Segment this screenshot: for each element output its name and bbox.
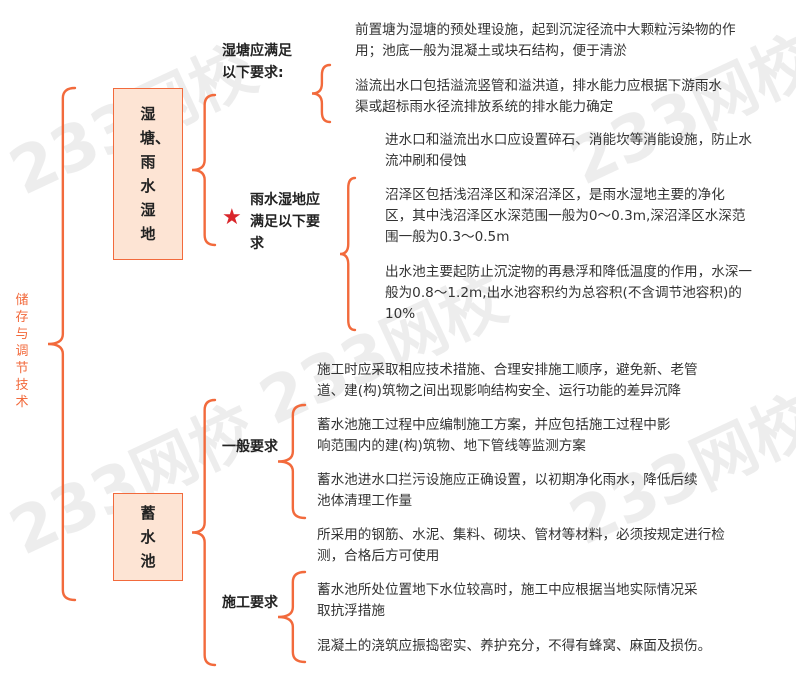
leaf-line: 道、建(构)筑物之间出现影响结构安全、运行功能的差异沉降	[317, 383, 682, 399]
leaf-line: 用；池底一般为混凝土或块石结构，便于清淤	[355, 43, 627, 59]
leaf-item: 蓄水池所处位置地下水位较高时，施工中应根据当地实际情况采取抗浮措施	[317, 580, 698, 622]
group-wet-pond[interactable]: 湿塘应满足以下要求:	[222, 43, 292, 81]
leaf-line: 沼泽区包括浅沼泽区和深沼泽区，是雨水湿地主要的净化	[385, 187, 725, 203]
leaf-line: 前置塘为湿塘的预处理设施，起到沉淀径流中大颗粒污染物的作	[355, 22, 736, 38]
branch-storage-pond[interactable]: 蓄水池	[113, 493, 183, 581]
leaf-line: 施工时应采取相应技术措施、合理安排施工顺序，避免新、老管	[317, 362, 698, 378]
leaf-item: 沼泽区包括浅沼泽区和深沼泽区，是雨水湿地主要的净化区，其中浅沼泽区水深范围一般为…	[385, 185, 746, 248]
leaf-line: 出水池主要起防止沉淀物的再悬浮和降低温度的作用，水深一	[385, 264, 753, 280]
leaf-line: 溢流出水口包括溢流竖管和溢洪道，排水能力应根据下游雨水	[355, 78, 723, 94]
branch-wetland[interactable]: 湿塘、雨水湿地	[113, 88, 183, 260]
leaf-line: 池体清理工作量	[317, 493, 413, 509]
leaf-line: 渠或超标雨水径流排放系统的排水能力确定	[355, 99, 614, 115]
root-topic: 储存与调节技术	[15, 293, 29, 410]
leaf-line: 围一般为0.3～0.5m	[385, 229, 510, 245]
branch-label: 蓄水池	[140, 504, 156, 570]
branch-label: 湿塘、雨水湿地	[140, 105, 171, 243]
leaf-line: 所采用的钢筋、水泥、集料、砌块、管材等材料，必须按规定进行检	[317, 527, 725, 543]
leaf-item: 蓄水池进水口拦污设施应正确设置，以初期净化雨水，降低后续池体清理工作量	[317, 470, 698, 512]
group-rain-wetland[interactable]: 雨水湿地应满足以下要求	[250, 192, 320, 252]
brace-pond	[191, 398, 217, 667]
leaf-line: 蓄水池施工过程中应编制施工方案，并应包括施工过程中影	[317, 417, 671, 433]
leaf-line: 混凝土的浇筑应振捣密实、养护充分，不得有蜂窝、麻面及损伤。	[317, 638, 712, 654]
leaf-line: 进水口和溢流出水口应设置碎石、消能坎等消能设施，防止水	[385, 132, 753, 148]
brace-wet-pond	[311, 63, 332, 124]
leaf-line: 响范围内的建(构)筑物、地下管线等监测方案	[317, 438, 586, 454]
leaf-line: 10%	[385, 306, 416, 322]
brace-general	[277, 403, 307, 520]
leaf-item: 蓄水池施工过程中应编制施工方案，并应包括施工过程中影响范围内的建(构)筑物、地下…	[317, 415, 670, 457]
brace-construction	[277, 570, 307, 664]
brace-root	[47, 86, 77, 602]
brace-rain-wetland	[339, 176, 357, 332]
brace-wetland	[191, 93, 217, 247]
leaf-item: 前置塘为湿塘的预处理设施，起到沉淀径流中大颗粒污染物的作用；池底一般为混凝土或块…	[355, 20, 736, 62]
group-general[interactable]: 一般要求	[222, 439, 278, 455]
leaf-item: 所采用的钢筋、水泥、集料、砌块、管材等材料，必须按规定进行检测，合格后方可使用	[317, 525, 725, 567]
leaf-item: 混凝土的浇筑应振捣密实、养护充分，不得有蜂窝、麻面及损伤。	[317, 636, 711, 657]
star-icon: ★	[222, 205, 242, 230]
leaf-line: 测，合格后方可使用	[317, 548, 440, 564]
leaf-line: 取抗浮措施	[317, 603, 385, 619]
leaf-line: 流冲刷和侵蚀	[385, 153, 467, 169]
leaf-item: 进水口和溢流出水口应设置碎石、消能坎等消能设施，防止水流冲刷和侵蚀	[385, 130, 752, 172]
leaf-line: 蓄水池进水口拦污设施应正确设置，以初期净化雨水，降低后续	[317, 472, 698, 488]
leaf-item: 溢流出水口包括溢流竖管和溢洪道，排水能力应根据下游雨水渠或超标雨水径流排放系统的…	[355, 76, 722, 118]
leaf-line: 蓄水池所处位置地下水位较高时，施工中应根据当地实际情况采	[317, 582, 698, 598]
leaf-line: 区，其中浅沼泽区水深范围一般为0～0.3m,深沼泽区水深范	[385, 208, 746, 224]
leaf-line: 般为0.8～1.2m,出水池容积约为总容积(不含调节池容积)的	[385, 285, 742, 301]
group-construction[interactable]: 施工要求	[222, 595, 278, 611]
leaf-item: 施工时应采取相应技术措施、合理安排施工顺序，避免新、老管道、建(构)筑物之间出现…	[317, 360, 698, 402]
leaf-item: 出水池主要起防止沉淀物的再悬浮和降低温度的作用，水深一般为0.8～1.2m,出水…	[385, 262, 752, 325]
